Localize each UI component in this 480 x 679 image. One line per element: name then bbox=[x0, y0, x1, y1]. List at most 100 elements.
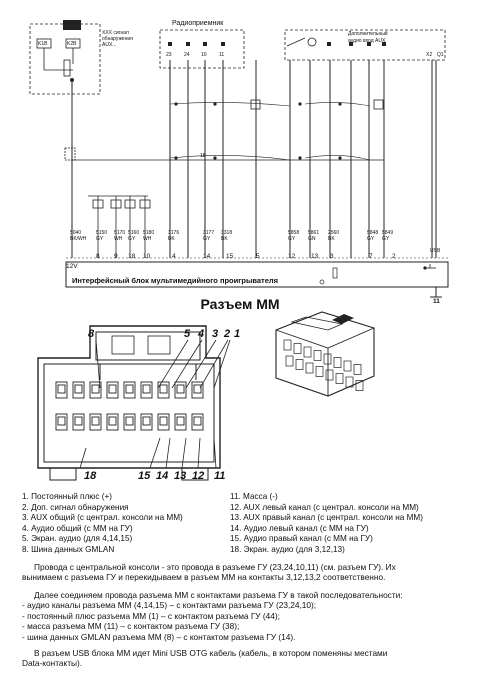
connector-cavity bbox=[123, 413, 136, 431]
connector-cavity bbox=[140, 381, 153, 399]
connector-pin-label: 18 bbox=[84, 470, 97, 482]
relay-note: XXX сигнал обнаружения AUX... bbox=[102, 30, 133, 48]
aux-jack-icon bbox=[307, 37, 317, 47]
connector-cavity bbox=[89, 381, 102, 399]
paragraph-line: В разъем USB блока ММ идет Mini USB OTG … bbox=[34, 648, 388, 658]
wire-code: 5160 GY bbox=[128, 230, 140, 242]
module-label: Интерфейсный блок мультимедийного проигр… bbox=[72, 276, 279, 285]
connector-3d-cavity bbox=[345, 376, 354, 388]
connector-cavity bbox=[106, 381, 119, 399]
paragraph-line: - шина данных GMLAN разъема ММ (8) – с к… bbox=[22, 631, 296, 642]
radio-label: Радиоприемник bbox=[172, 20, 224, 27]
radio-pin-10: 10 bbox=[201, 52, 207, 58]
connector-terminal bbox=[74, 384, 83, 394]
wire-code: 3177 GY bbox=[203, 230, 215, 242]
connector-3d-cavity bbox=[325, 369, 334, 381]
connector-3d-cavity bbox=[285, 355, 294, 367]
paragraph-line: Далее соединяем провода разъема ММ с кон… bbox=[34, 590, 403, 600]
paragraph-line: - масса разъема ММ (11) – с контактом ра… bbox=[22, 621, 240, 632]
paragraph-1: Провода с центральной консоли - это пров… bbox=[22, 562, 462, 583]
wire-code: 5170 WH bbox=[114, 230, 126, 242]
legend-item: 1. Постоянный плюс (+) bbox=[22, 492, 113, 501]
legend-item: 12. AUX левый канал (с централ. консоли … bbox=[230, 502, 419, 512]
wire-code: 5848 GY bbox=[367, 230, 379, 242]
connector-cavity bbox=[106, 413, 119, 431]
aux-pin-x2: X2 bbox=[426, 52, 433, 58]
connector-terminal bbox=[176, 416, 185, 426]
connector-terminal bbox=[57, 416, 66, 426]
legend-right: 11. Масса (-) 12. AUX левый канал (с цен… bbox=[230, 492, 423, 556]
paragraph-3: В разъем USB блока ММ идет Mini USB OTG … bbox=[22, 648, 462, 669]
aux-dashed-box bbox=[284, 29, 446, 61]
ground-icon bbox=[430, 287, 442, 298]
connector-terminal bbox=[108, 416, 117, 426]
aux-pin-q1: Q1 bbox=[437, 52, 444, 58]
legend-item: 18. Экран. аудио (для 3,12,13) bbox=[230, 544, 345, 554]
radio-pin-marks bbox=[168, 42, 225, 46]
connector-terminal bbox=[159, 416, 168, 426]
relay-black-block bbox=[63, 20, 81, 30]
connector-terminal bbox=[91, 416, 100, 426]
connector-cavity bbox=[157, 413, 170, 431]
wire-code: 2560 BK bbox=[328, 230, 340, 242]
connector-pin-label: 14 bbox=[156, 470, 169, 482]
connector-terminal bbox=[57, 384, 66, 394]
connector-3d-cavity bbox=[333, 357, 342, 368]
connector-terminal bbox=[91, 384, 100, 394]
bus-segment-label: 15 bbox=[200, 153, 206, 159]
aux-label-2: аудио вход AUX bbox=[348, 38, 386, 44]
connector-terminal bbox=[176, 384, 185, 394]
bus-pin: 10 bbox=[143, 253, 151, 260]
connector-pin-label: 2 bbox=[224, 328, 231, 340]
wire-code: 5180 WH bbox=[143, 230, 155, 242]
connector-pin-label: 5 bbox=[184, 328, 191, 340]
connector-pin-label: 1 bbox=[234, 328, 241, 340]
pin-row-top bbox=[55, 381, 204, 399]
wiring-schematic: 15 bbox=[29, 20, 449, 298]
wire-code: 5858 GY bbox=[288, 230, 300, 242]
ground-pin-label: 11 bbox=[433, 298, 440, 305]
legend-item: 8. Шина данных GMLAN bbox=[22, 544, 115, 554]
connector-pin-label: 12 bbox=[192, 470, 205, 482]
multimedia-interface-block bbox=[65, 261, 449, 288]
connector-3d-cavity bbox=[293, 343, 302, 354]
connector-pin-label: 3 bbox=[212, 328, 219, 340]
connector-3d-cavity bbox=[355, 380, 364, 391]
connector-pin-label: 15 bbox=[138, 470, 151, 482]
connector-cavity bbox=[55, 413, 68, 431]
wire-code: 5861 GN bbox=[308, 230, 320, 242]
connector-terminal bbox=[74, 416, 83, 426]
connector-cavity bbox=[174, 413, 187, 431]
legend-item: 15. Аудио правый канал (с ММ на ГУ) bbox=[230, 534, 373, 544]
paragraph-line: Data-контакты). bbox=[22, 658, 83, 669]
k1b-label: K1B bbox=[38, 41, 48, 47]
connector-title: Разъем ММ bbox=[200, 296, 280, 312]
bus-pin: 15 bbox=[226, 253, 234, 260]
legend-item: 2. Доп. сигнал обнаружения bbox=[22, 502, 129, 512]
connector-3d-cavity bbox=[323, 353, 332, 365]
legend-item: 13. AUX правый канал (с централ. консоли… bbox=[230, 513, 423, 523]
legend-item: 14. Аудио левый канал (с ММ на ГУ) bbox=[230, 523, 369, 533]
bus-pin: 8 bbox=[96, 253, 100, 260]
connector-terminal bbox=[125, 384, 134, 394]
paragraph-line: Провода с центральной консоли - это пров… bbox=[34, 562, 396, 572]
bus-pin: 7 bbox=[369, 253, 373, 260]
bus-pin: 12 bbox=[288, 253, 296, 260]
connector-cavity bbox=[140, 413, 153, 431]
connector-cavity bbox=[89, 413, 102, 431]
usb-label: USB bbox=[430, 248, 441, 254]
connector-cavity bbox=[191, 381, 204, 399]
connector-terminal bbox=[193, 384, 202, 394]
connector-3d-cavity bbox=[283, 339, 292, 351]
wire-code: 3318 BK bbox=[221, 230, 233, 242]
connector-terminal bbox=[125, 416, 134, 426]
radio-pin-24: 24 bbox=[184, 52, 190, 58]
usb-icon bbox=[423, 264, 436, 270]
legend-item: 5. Экран. аудио (для 4,14,15) bbox=[22, 534, 133, 544]
connector-cavity bbox=[123, 381, 136, 399]
connector-cavity bbox=[72, 381, 85, 399]
pin-row-bottom bbox=[55, 413, 204, 431]
wire-code: 5849 GY bbox=[382, 230, 394, 242]
connector-3d-cavity bbox=[295, 359, 304, 370]
radio-pin-23: 23 bbox=[166, 52, 172, 58]
